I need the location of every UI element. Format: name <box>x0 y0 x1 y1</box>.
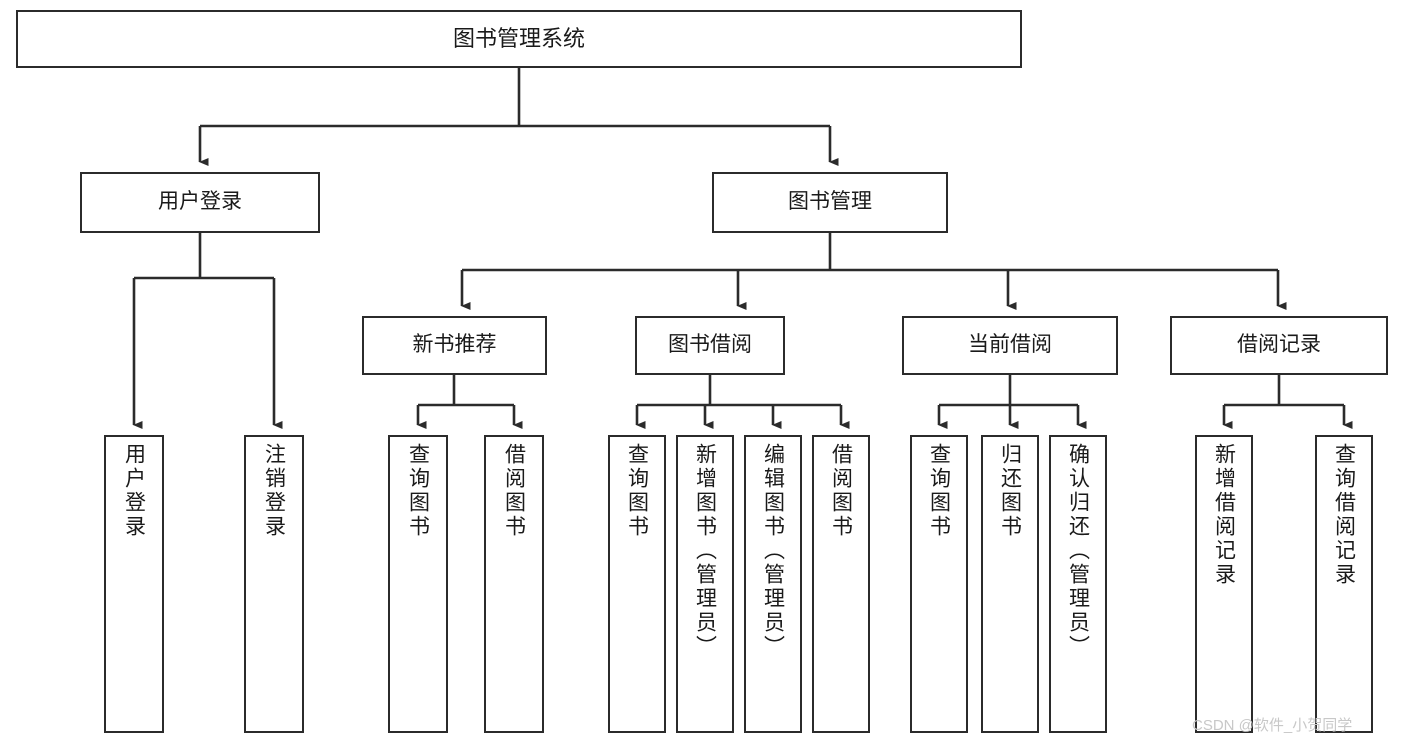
leaf-query-book-recommend[interactable]: 查询图书 <box>388 435 448 733</box>
leaf-query-record-label: 查询借阅记录 <box>1332 443 1356 587</box>
leaf-query-book-borrow-label: 查询图书 <box>625 443 649 539</box>
leaf-query-book-borrow[interactable]: 查询图书 <box>608 435 666 733</box>
node-book-borrow-label: 图书借阅 <box>668 333 752 357</box>
leaf-return-book[interactable]: 归还图书 <box>981 435 1039 733</box>
leaf-logout-label: 注销登录 <box>262 443 286 539</box>
node-user-login[interactable]: 用户登录 <box>80 172 320 233</box>
node-book-manage[interactable]: 图书管理 <box>712 172 948 233</box>
leaf-add-book-label: 新增图书（管理员） <box>693 443 717 659</box>
leaf-query-book-current-label: 查询图书 <box>927 443 951 539</box>
node-user-login-label: 用户登录 <box>158 190 242 214</box>
leaf-add-record[interactable]: 新增借阅记录 <box>1195 435 1253 733</box>
leaf-confirm-return[interactable]: 确认归还（管理员） <box>1049 435 1107 733</box>
leaf-borrow-book[interactable]: 借阅图书 <box>812 435 870 733</box>
node-current-borrow[interactable]: 当前借阅 <box>902 316 1118 375</box>
node-root[interactable]: 图书管理系统 <box>16 10 1022 68</box>
node-book-manage-label: 图书管理 <box>788 190 872 214</box>
node-current-borrow-label: 当前借阅 <box>968 333 1052 357</box>
leaf-confirm-return-label: 确认归还（管理员） <box>1066 443 1090 659</box>
node-root-label: 图书管理系统 <box>452 26 585 52</box>
leaf-user-login[interactable]: 用户登录 <box>104 435 164 733</box>
leaf-edit-book[interactable]: 编辑图书（管理员） <box>744 435 802 733</box>
node-book-borrow[interactable]: 图书借阅 <box>635 316 785 375</box>
leaf-borrow-book-label: 借阅图书 <box>829 443 853 539</box>
node-borrow-record[interactable]: 借阅记录 <box>1170 316 1388 375</box>
leaf-query-record[interactable]: 查询借阅记录 <box>1315 435 1373 733</box>
node-borrow-record-label: 借阅记录 <box>1237 333 1321 357</box>
leaf-user-login-label: 用户登录 <box>122 443 146 539</box>
leaf-return-book-label: 归还图书 <box>998 443 1022 539</box>
leaf-borrow-book-recommend-label: 借阅图书 <box>502 443 526 539</box>
node-new-book-recommend[interactable]: 新书推荐 <box>362 316 547 375</box>
leaf-query-book-recommend-label: 查询图书 <box>406 443 430 539</box>
leaf-add-book[interactable]: 新增图书（管理员） <box>676 435 734 733</box>
leaf-query-book-current[interactable]: 查询图书 <box>910 435 968 733</box>
leaf-add-record-label: 新增借阅记录 <box>1212 443 1236 587</box>
leaf-edit-book-label: 编辑图书（管理员） <box>761 443 785 659</box>
leaf-logout[interactable]: 注销登录 <box>244 435 304 733</box>
watermark-text: CSDN @软件_小贺同学 <box>1192 717 1353 734</box>
node-new-book-recommend-label: 新书推荐 <box>412 333 497 357</box>
leaf-borrow-book-recommend[interactable]: 借阅图书 <box>484 435 544 733</box>
